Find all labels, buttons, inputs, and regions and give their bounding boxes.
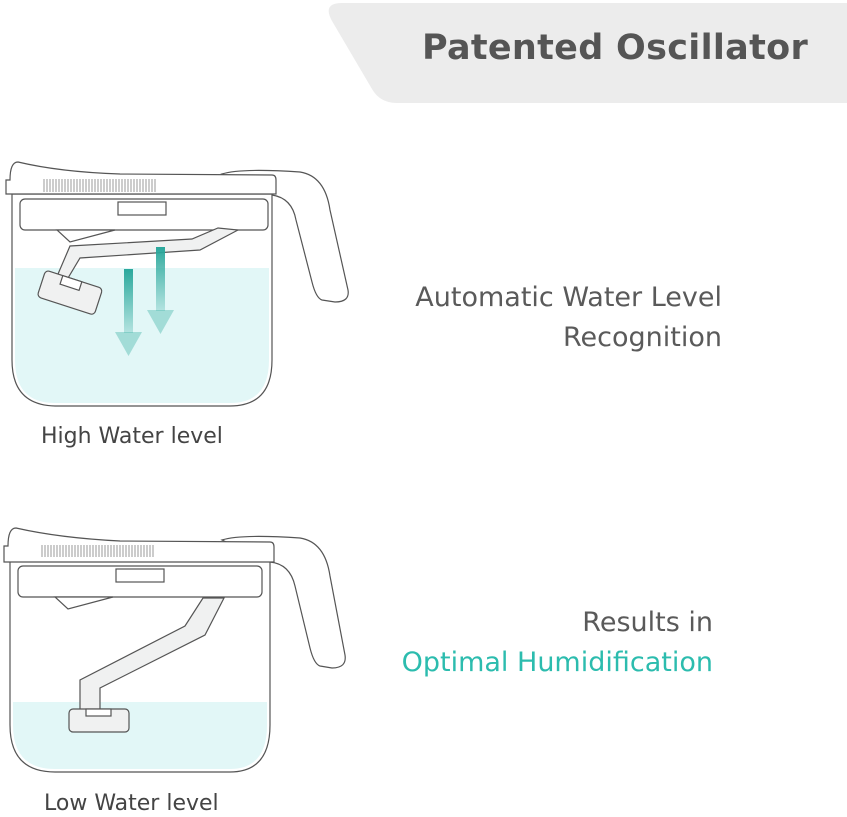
vent-lines [43, 179, 156, 192]
oscillator-head [68, 708, 130, 733]
feature-line: Recognition [563, 322, 722, 353]
low-water-diagram [3, 527, 346, 773]
feature-water-level-recognition: Automatic Water Level Recognition [415, 278, 722, 358]
nozzle [53, 596, 114, 610]
arrow-down-icon [115, 269, 142, 356]
high-water-caption: High Water level [41, 424, 223, 449]
low-water-caption: Low Water level [44, 791, 219, 816]
nozzle [55, 229, 116, 243]
handle [220, 169, 349, 303]
feature-line: Automatic Water Level [415, 282, 722, 313]
vent-lines [41, 545, 154, 557]
tray-tab [115, 568, 165, 583]
high-water-diagram [5, 161, 349, 407]
oscillator-head [37, 270, 103, 315]
feature-line: Results in [582, 607, 713, 638]
page-title: Patented Oscillator [421, 28, 809, 68]
arrow-down-icon [147, 247, 174, 334]
title-banner [322, 3, 847, 103]
feature-highlight: Optimal Humidification [401, 647, 713, 678]
tray-tab [117, 201, 167, 216]
feature-optimal-humidification: Results in Optimal Humidification [402, 603, 713, 683]
handle [220, 535, 346, 669]
water [13, 702, 267, 769]
